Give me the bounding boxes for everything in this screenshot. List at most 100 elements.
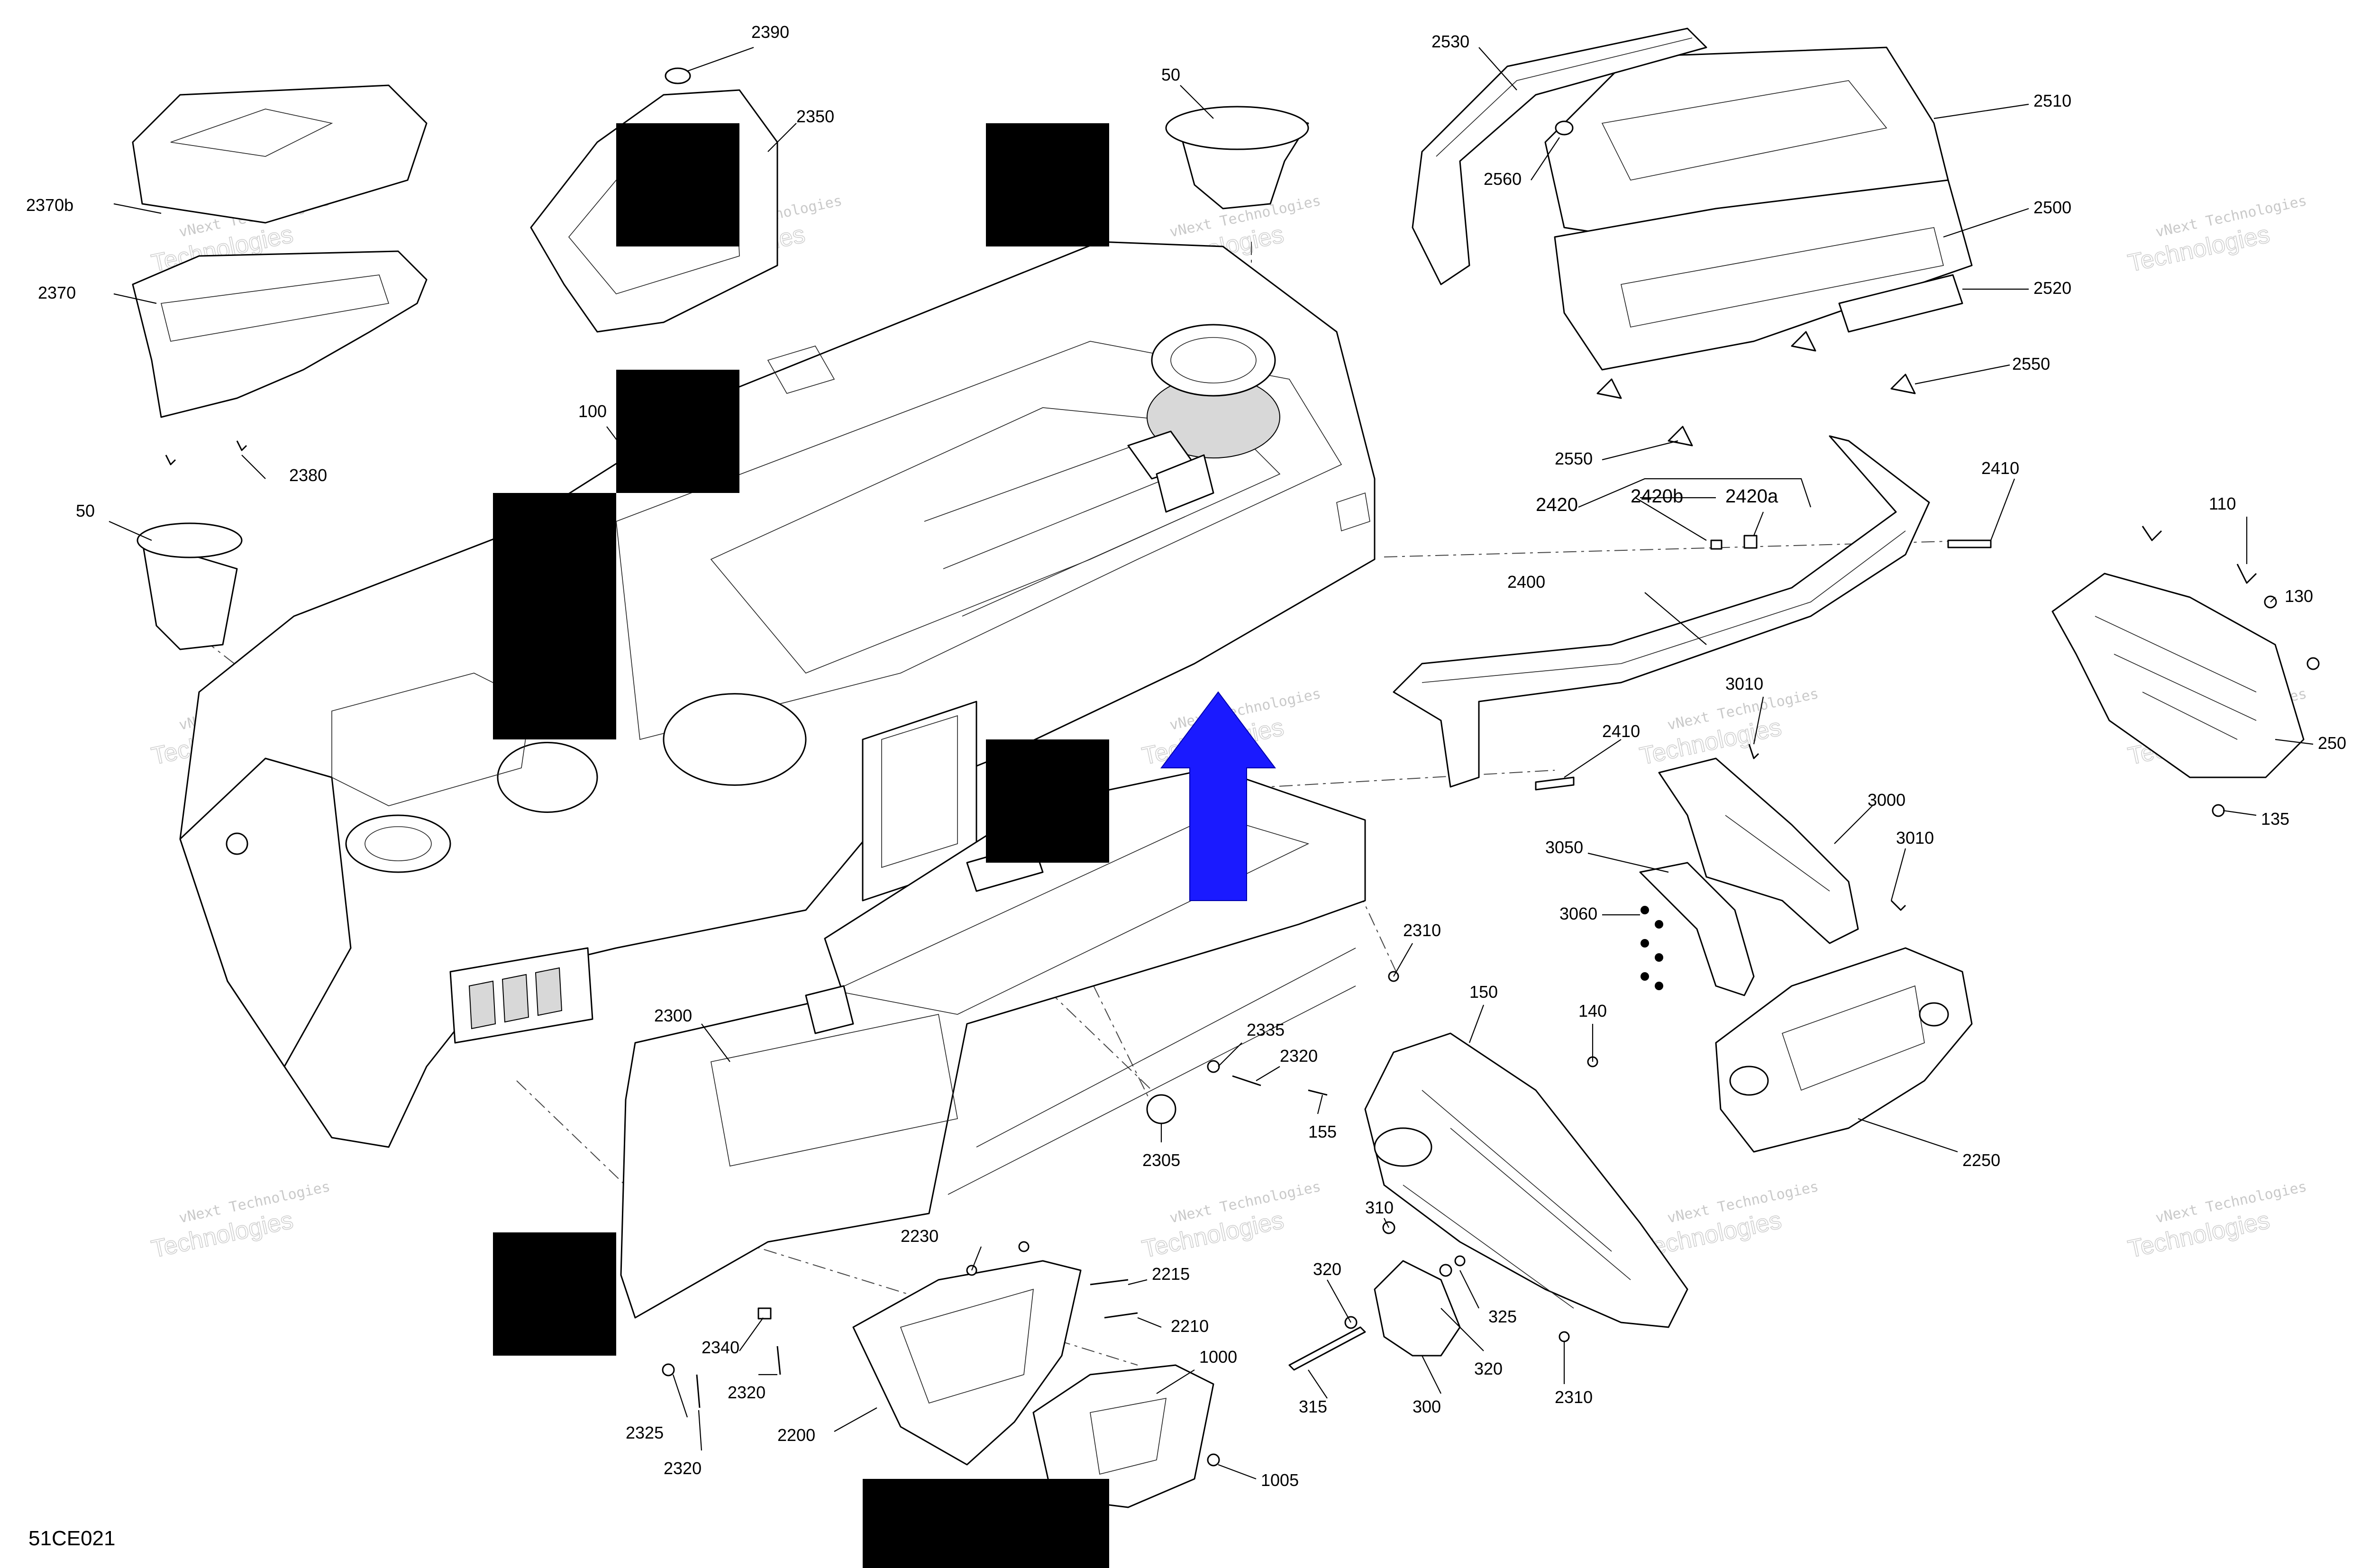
cover-2250 (1715, 947, 1973, 1153)
callout-250: 250 (2318, 733, 2346, 753)
upper-storage-2510 (1544, 46, 1973, 371)
callout-1000: 1000 (1199, 1347, 1237, 1367)
callout-2340: 2340 (702, 1338, 739, 1357)
callout-2350: 2350 (796, 107, 834, 126)
callout-100: 100 (578, 401, 607, 421)
callout-135: 135 (2261, 809, 2289, 829)
callout-2250: 2250 (1962, 1150, 2000, 1170)
callout-3060: 3060 (1559, 904, 1597, 923)
fastener-2550 (1668, 426, 1693, 447)
callout-2560: 2560 (1484, 169, 1522, 189)
screw-2310 (1559, 1331, 1570, 1342)
plug-2305 (1146, 1094, 1176, 1124)
screw-2410 (1535, 776, 1575, 791)
storage-bin-2370 (132, 84, 428, 418)
callout-3010-top: 3010 (1725, 674, 1763, 693)
lower-cover-1000 (1032, 1364, 1214, 1508)
callout-3010-right: 3010 (1896, 828, 1934, 848)
clip-1005 (1207, 1453, 1220, 1467)
redaction-blocks (493, 123, 1109, 1568)
screw-130 (2306, 657, 2320, 670)
callout-3000: 3000 (1868, 790, 1905, 810)
bracket-3000 (1658, 757, 1859, 944)
callout-2410-right: 2410 (1981, 458, 2019, 478)
fastener-2550 (1596, 378, 1622, 399)
callout-315: 315 (1299, 1397, 1327, 1416)
screw-110 (2236, 564, 2257, 584)
direction-arrow (1160, 691, 1276, 901)
callout-labels: 2390 2350 2370b 2370 2380 50 50 100 2530… (26, 22, 2346, 1490)
cross-brace-2400 (1393, 435, 1930, 788)
callout-110: 110 (2209, 494, 2236, 513)
side-bracket-250 (2051, 573, 2305, 778)
callout-2520: 2520 (2033, 278, 2071, 298)
clip-2340 (757, 1307, 772, 1320)
screw-2320 (776, 1346, 781, 1375)
leader-lines (109, 46, 2314, 1480)
callout-2550-left: 2550 (1555, 449, 1593, 468)
fastener-2560 (1555, 120, 1574, 136)
screw-3010 (1748, 744, 1759, 759)
callout-2420: 2420 (1536, 494, 1578, 515)
callout-140: 140 (1578, 1001, 1607, 1021)
callout-300: 300 (1413, 1397, 1441, 1416)
callout-2305: 2305 (1142, 1150, 1180, 1170)
screw-2380 (165, 455, 176, 465)
clip-2420a (1743, 535, 1758, 549)
callout-150: 150 (1469, 982, 1498, 1002)
callout-2230: 2230 (901, 1226, 939, 1246)
callout-2215: 2215 (1152, 1264, 1190, 1284)
screw-2320 (696, 1374, 701, 1408)
screw-2410 (1947, 539, 1992, 548)
bracket-300 (1374, 1260, 1461, 1357)
callout-2310-bottom: 2310 (1555, 1387, 1593, 1407)
figure-code: 51CE021 (28, 1527, 115, 1550)
callout-2410-left: 2410 (1602, 721, 1640, 741)
callout-2310-top: 2310 (1403, 921, 1441, 940)
callout-3050: 3050 (1545, 838, 1583, 857)
callout-2380: 2380 (289, 465, 327, 485)
callout-2530: 2530 (1431, 32, 1469, 51)
callout-50-top: 50 (1161, 65, 1180, 84)
support-bracket-150 (1364, 1032, 1688, 1328)
cup-holder-50-left (137, 522, 243, 650)
screw-2230 (1018, 1241, 1030, 1252)
fastener-2550 (1890, 374, 1916, 394)
callout-2200: 2200 (777, 1425, 815, 1445)
callout-310: 310 (1365, 1198, 1394, 1217)
callout-130: 130 (2285, 586, 2313, 606)
callout-2325: 2325 (626, 1423, 664, 1442)
nut-2420b (1710, 539, 1723, 550)
bolt-155 (1308, 1089, 1328, 1096)
bracket-3050 (1639, 862, 1755, 996)
callout-2300: 2300 (654, 1006, 692, 1025)
callout-320-left: 320 (1313, 1259, 1341, 1279)
washer-320 (1439, 1264, 1452, 1277)
callout-155: 155 (1308, 1122, 1337, 1141)
nuts-3060 (1641, 906, 1663, 990)
callout-2400: 2400 (1507, 572, 1545, 592)
callout-2320-bottom: 2320 (664, 1459, 702, 1478)
nut-135 (2212, 804, 2225, 817)
callout-1005: 1005 (1261, 1470, 1299, 1490)
bolt-315 (1288, 1326, 1366, 1371)
grab-handle-2530 (1412, 27, 1707, 285)
callout-325: 325 (1488, 1307, 1517, 1326)
cup-holder-50-top (1165, 106, 1309, 210)
washer-2335 (1207, 1060, 1220, 1073)
callout-2390: 2390 (751, 22, 789, 42)
callout-2370: 2370 (38, 283, 76, 302)
callout-2370b: 2370b (26, 195, 73, 215)
screw-2215 (1090, 1279, 1129, 1285)
screw-110 (2142, 526, 2162, 541)
callout-2420a: 2420a (1725, 486, 1778, 507)
callout-2320-right: 2320 (1280, 1046, 1318, 1066)
callout-2420b: 2420b (1631, 486, 1683, 507)
washer-2325 (662, 1363, 675, 1377)
callout-2510: 2510 (2033, 91, 2071, 110)
screw-2380 (236, 440, 247, 451)
callout-2550-right: 2550 (2012, 354, 2050, 374)
callout-2500: 2500 (2033, 198, 2071, 217)
callout-2335: 2335 (1247, 1020, 1285, 1039)
